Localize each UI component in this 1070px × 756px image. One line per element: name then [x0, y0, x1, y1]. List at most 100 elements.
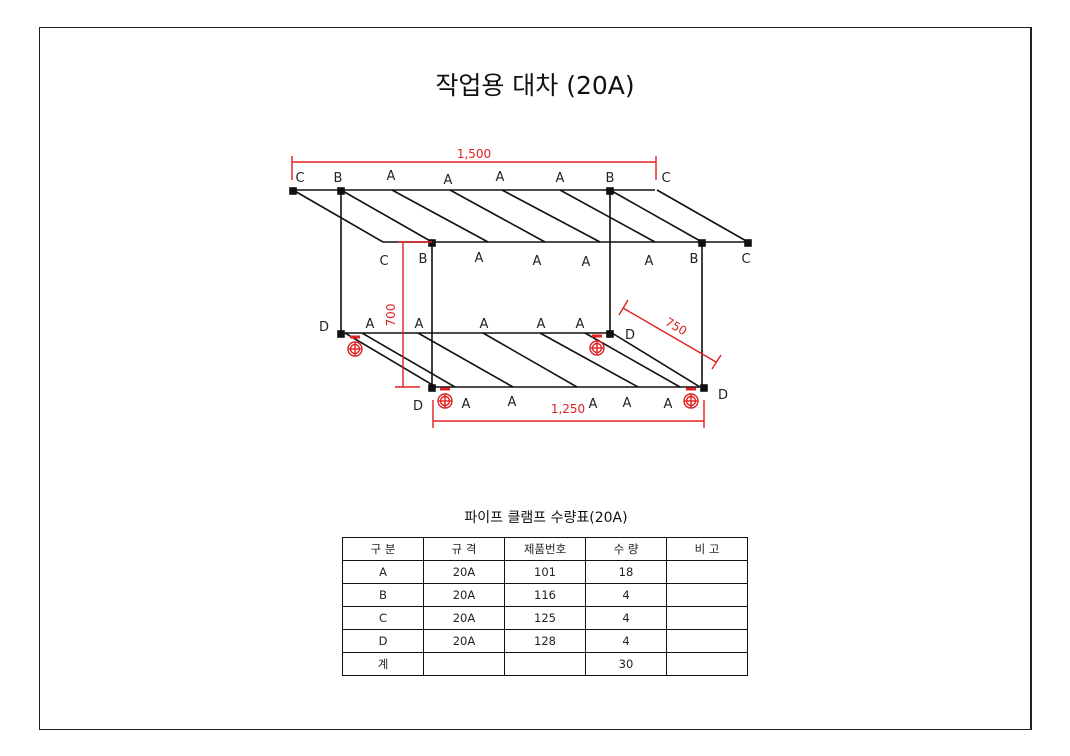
clamp-label: A: [462, 397, 471, 412]
bottom-crossbar: [361, 332, 456, 388]
table-cell: [504, 652, 586, 676]
clamp-label: C: [661, 171, 670, 186]
header-cell: 비 고: [666, 537, 748, 561]
clamp-label: A: [533, 254, 542, 269]
clamp-label: B: [606, 171, 615, 186]
table-cell: 4: [585, 629, 667, 653]
clamp-label: A: [480, 317, 489, 332]
caster-wheel-icon: [437, 387, 453, 409]
bottom-crossbar: [482, 332, 578, 388]
clamp-label: A: [556, 171, 565, 186]
caster-wheel-icon: [683, 387, 699, 409]
table-header-row: 구 분 규 격 제품번호 수 량 비 고: [342, 537, 748, 561]
clamp-label: C: [379, 254, 388, 269]
table-row: 계 30: [342, 652, 748, 676]
table-cell: [666, 560, 748, 584]
clamp-label: B: [334, 171, 343, 186]
clamp-label: A: [415, 317, 424, 332]
table-cell: 20A: [423, 606, 505, 630]
table-cell: 4: [585, 606, 667, 630]
clamp-label: A: [444, 173, 453, 188]
top-crossbar: [501, 189, 601, 243]
table-cell: A: [342, 560, 424, 584]
header-cell: 수 량: [585, 537, 667, 561]
clamp-joint: [337, 187, 345, 195]
clamp-joint: [606, 330, 614, 338]
table-cell: [666, 629, 748, 653]
clamp-label: A: [387, 169, 396, 184]
table-cell: D: [342, 629, 424, 653]
clamp-label: A: [623, 396, 632, 411]
drawing-title: 작업용 대차 (20A): [435, 71, 635, 100]
top-crossbar: [391, 189, 489, 243]
table-cell: 30: [585, 652, 667, 676]
table-cell: C: [342, 606, 424, 630]
dim-length-top: 1,500: [457, 147, 491, 161]
clamp-label: A: [508, 395, 517, 410]
clamp-label: A: [475, 251, 484, 266]
top-crossbar: [656, 189, 749, 243]
table-cell: 4: [585, 583, 667, 607]
top-crossbar: [559, 189, 656, 243]
dim-height: 700: [384, 304, 398, 327]
clamp-joint: [606, 187, 614, 195]
clamp-label: B: [419, 252, 428, 267]
table-cell: 20A: [423, 560, 505, 584]
top-crossbar: [449, 189, 546, 243]
clamp-joint: [428, 384, 436, 392]
top-crossbar: [609, 189, 703, 243]
bottom-crossbar: [344, 332, 437, 388]
caster-wheel-icon: [589, 334, 605, 356]
clamp-label: D: [718, 388, 728, 403]
clamp-joint: [744, 239, 752, 247]
clamp-label: A: [496, 170, 505, 185]
table-cell: [666, 652, 748, 676]
bottom-crossbar: [417, 332, 514, 388]
clamp-joint: [698, 239, 706, 247]
clamp-label: B: [690, 252, 699, 267]
header-cell: 제품번호: [504, 537, 586, 561]
clamp-label: A: [366, 317, 375, 332]
clamp-label: D: [625, 328, 635, 343]
table-title: 파이프 클램프 수량표(20A): [464, 510, 628, 526]
table-cell: [423, 652, 505, 676]
bottom-crossbar: [611, 332, 701, 388]
clamp-label: A: [645, 254, 654, 269]
clamp-label: D: [413, 399, 423, 414]
clamp-joint: [337, 330, 345, 338]
top-crossbar: [292, 189, 384, 243]
clamp-joint: [428, 239, 436, 247]
dim-line: [622, 307, 717, 363]
table-cell: [666, 583, 748, 607]
clamp-joint: [289, 187, 297, 195]
clamp-label: A: [582, 255, 591, 270]
header-cell: 규 격: [423, 537, 505, 561]
table-cell: 116: [504, 583, 586, 607]
table-cell: 128: [504, 629, 586, 653]
clamp-label: C: [741, 252, 750, 267]
table-cell: 125: [504, 606, 586, 630]
clamp-joint: [700, 384, 708, 392]
clamp-label: A: [589, 397, 598, 412]
table-cell: [666, 606, 748, 630]
table-cell: 101: [504, 560, 586, 584]
table-cell: 계: [342, 652, 424, 676]
caster-wheel-icon: [347, 335, 363, 357]
table-cell: B: [342, 583, 424, 607]
clamp-label: C: [295, 171, 304, 186]
dim-ext: [711, 354, 722, 370]
drawing-frame: [39, 27, 1032, 730]
table-cell: 20A: [423, 629, 505, 653]
header-cell: 구 분: [342, 537, 424, 561]
clamp-label: D: [319, 320, 329, 335]
dim-length-bottom: 1,250: [551, 402, 585, 416]
table-cell: 18: [585, 560, 667, 584]
clamp-label: A: [664, 397, 673, 412]
dim-depth: 750: [663, 315, 690, 339]
